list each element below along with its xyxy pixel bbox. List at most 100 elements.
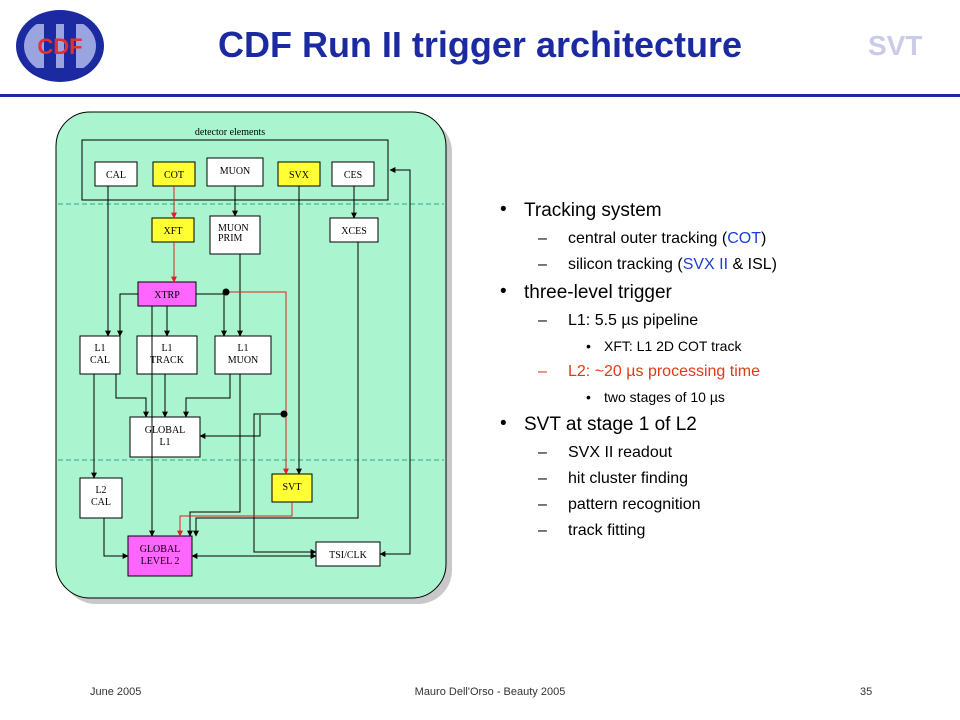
bullet-text: central outer tracking ( bbox=[568, 230, 728, 247]
junction-dot-2 bbox=[280, 410, 288, 418]
sub-bullet-l1: – L1: 5.5 µs pipeline bbox=[500, 312, 940, 330]
arrow-to-global-l1 bbox=[199, 415, 261, 439]
l1-muon-box bbox=[214, 335, 272, 375]
global-level2-label-1: GLOBAL bbox=[140, 544, 181, 555]
cdf-logo-text: CDF bbox=[37, 34, 82, 59]
svt-box bbox=[271, 473, 313, 503]
bullet-dash: – bbox=[538, 230, 547, 247]
bullet-list: • Tracking system – central outer tracking… bbox=[500, 199, 940, 548]
tsi-clk-label: TSI/CLK bbox=[329, 550, 368, 561]
muon-prim-label-2: PRIM bbox=[218, 233, 243, 244]
bullet-dot: • bbox=[500, 199, 507, 220]
bullet-text: XFT: L1 2D COT track bbox=[604, 338, 742, 354]
bullet-text: hit cluster finding bbox=[568, 470, 689, 487]
bullet-text: track fitting bbox=[568, 522, 646, 539]
bullet-dash: – bbox=[538, 256, 547, 273]
arrow-l1muon-global bbox=[183, 374, 231, 418]
l2-cal-box bbox=[79, 477, 123, 519]
highlight-cot: COT bbox=[727, 230, 761, 247]
l2-cal-label-1: L2 bbox=[95, 485, 106, 496]
sub-bullet-pattern: – pattern recognition bbox=[500, 496, 940, 514]
global-l1-label-2: L1 bbox=[159, 437, 170, 448]
red-arrow-svt-gl2 bbox=[177, 502, 293, 537]
page-title: CDF Run II trigger architecture bbox=[217, 24, 743, 65]
bullet-dot: • bbox=[586, 338, 591, 354]
footer-author: Mauro Dell'Orso - Beauty 2005 bbox=[414, 686, 566, 698]
arrow-l1muon-gl2 bbox=[187, 374, 241, 537]
l1-cal-label-1: L1 bbox=[94, 343, 105, 354]
l1-track-box bbox=[136, 335, 198, 375]
l1-cal-label-2: CAL bbox=[90, 355, 110, 366]
bullet-dash: – bbox=[538, 363, 547, 380]
bullet-dot: • bbox=[500, 413, 507, 434]
l1-cal-box bbox=[79, 335, 121, 375]
sub-bullet-fitting: – track fitting bbox=[500, 522, 940, 540]
sub-sub-bullet-stages: • two stages of 10 µs bbox=[500, 389, 940, 405]
xtrp-box bbox=[137, 281, 197, 307]
sub-bullet-svx: – silicon tracking (SVX II & ISL) bbox=[500, 256, 940, 274]
bullet-text: SVX II readout bbox=[568, 444, 673, 461]
junction-dot-1 bbox=[222, 288, 230, 296]
bullet-text: SVT at stage 1 of L2 bbox=[524, 414, 697, 435]
bullet-text: silicon tracking ( bbox=[568, 256, 683, 273]
svx-label: SVX bbox=[289, 170, 310, 181]
bullet-text: two stages of 10 µs bbox=[604, 389, 725, 405]
bullet-text: pattern recognition bbox=[568, 496, 701, 513]
muon-box bbox=[206, 157, 264, 187]
bullet-tracking-system: • Tracking system bbox=[500, 199, 940, 222]
cal-label: CAL bbox=[106, 170, 126, 181]
global-l1-label-1: GLOBAL bbox=[145, 425, 186, 436]
sub-bullet-cot: – central outer tracking (COT) bbox=[500, 230, 940, 248]
sub-bullet-readout: – SVX II readout bbox=[500, 444, 940, 462]
l2-cal-label-2: CAL bbox=[91, 497, 111, 508]
svt-label: SVT bbox=[283, 482, 302, 493]
bullet-svt-stage: • SVT at stage 1 of L2 bbox=[500, 413, 940, 436]
sub-bullet-cluster: – hit cluster finding bbox=[500, 470, 940, 488]
bullet-three-level-trigger: • three-level trigger bbox=[500, 281, 940, 304]
bullet-text: Tracking system bbox=[524, 200, 662, 221]
arrow-xces-gl2 bbox=[193, 242, 359, 537]
muon-prim-label-1: MUON bbox=[218, 223, 249, 234]
svx-box bbox=[277, 161, 321, 187]
bullet-text: L1: 5.5 µs pipeline bbox=[568, 312, 699, 329]
trigger-architecture-diagram: detector elements CAL COT MUON SVX CES X… bbox=[55, 111, 452, 604]
xces-box bbox=[329, 217, 379, 243]
footer-page-number: 35 bbox=[860, 686, 873, 698]
ces-box bbox=[331, 161, 375, 187]
ces-label: CES bbox=[344, 170, 362, 181]
xft-box bbox=[151, 217, 195, 243]
cal-box bbox=[94, 161, 138, 187]
bullet-text: L2: ~20 µs processing time bbox=[568, 363, 760, 380]
bullet-dot: • bbox=[586, 389, 591, 405]
arrow-l1cal-global bbox=[115, 374, 149, 418]
cdf-logo: CDF bbox=[16, 10, 104, 82]
muon-label: MUON bbox=[220, 166, 251, 177]
l1-muon-label-2: MUON bbox=[228, 355, 259, 366]
bullet-dash: – bbox=[538, 444, 547, 461]
global-l1-box bbox=[129, 416, 201, 458]
bullet-dot: • bbox=[500, 281, 507, 302]
xces-label: XCES bbox=[341, 226, 367, 237]
svt-logo: SVT bbox=[868, 30, 923, 61]
detector-elements-label: detector elements bbox=[195, 127, 265, 138]
bullet-dash: – bbox=[538, 496, 547, 513]
arrow-l2cal-gl2 bbox=[103, 518, 129, 559]
bullet-dash: – bbox=[538, 312, 547, 329]
arrow-xtrp-l1cal bbox=[117, 293, 138, 337]
bullet-text: ) bbox=[760, 230, 767, 247]
bullet-text: & ISL) bbox=[728, 256, 777, 273]
header-rule bbox=[0, 94, 960, 97]
bullet-dash: – bbox=[538, 470, 547, 487]
l1-track-label-2: TRACK bbox=[150, 355, 185, 366]
cot-label: COT bbox=[164, 170, 184, 181]
highlight-svx: SVX II bbox=[682, 256, 729, 273]
xtrp-label: XTRP bbox=[154, 290, 180, 301]
xft-label: XFT bbox=[164, 226, 183, 237]
l1-track-label-1: L1 bbox=[161, 343, 172, 354]
bullet-dash: – bbox=[538, 522, 547, 539]
footer-date: June 2005 bbox=[90, 686, 142, 698]
bullet-text: three-level trigger bbox=[524, 282, 672, 303]
sub-sub-bullet-xft: • XFT: L1 2D COT track bbox=[500, 338, 940, 354]
arrow-to-tsi bbox=[253, 413, 317, 555]
arrow-tsi-detectors bbox=[379, 167, 411, 557]
